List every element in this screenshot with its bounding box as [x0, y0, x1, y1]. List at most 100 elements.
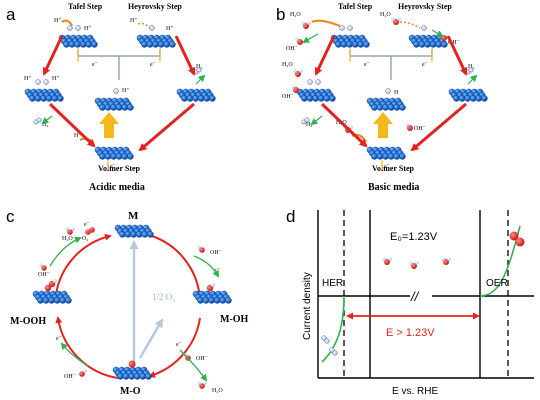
catalyst-atom: [51, 95, 59, 102]
catalyst-atom: [464, 95, 471, 102]
panel-c-m-label: M: [128, 210, 139, 222]
panel-a-surface-tafel: [58, 34, 98, 48]
panel-b-h-atom: [315, 79, 321, 85]
catalyst-atom: [197, 297, 204, 304]
catalyst-atom: [399, 153, 406, 160]
panel-a-tafel-label: Tafel Step: [68, 2, 103, 11]
panel-c-oh: OH⁻: [196, 356, 208, 362]
panel-a-h2-release-arrow: [41, 115, 53, 125]
panel-b-oh: OH⁻: [286, 46, 298, 52]
catalyst-atom: [301, 95, 308, 102]
catalyst-atom: [42, 297, 50, 304]
panel-c-moh-label: M-OH: [220, 314, 249, 325]
panel-a-hplus: H⁺: [52, 76, 60, 82]
catalyst-atom: [57, 95, 64, 102]
panel-c-cycle-arrow-mooh-to-m: [55, 233, 112, 295]
panel-c-surface-mooh: [32, 290, 72, 304]
panel-a-red-arrow-right-to-bottom: [138, 102, 195, 152]
panel-b-eminus: e⁻: [384, 164, 390, 170]
catalyst-atom: [387, 153, 395, 160]
catalyst-atom: [115, 104, 123, 111]
catalyst-atom: [145, 373, 152, 380]
catalyst-atom: [29, 95, 36, 102]
catalyst-atom: [128, 373, 135, 380]
panel-c-water-molecule: [197, 381, 207, 389]
panel-c-green-arrow: [193, 255, 219, 278]
catalyst-atom: [371, 153, 378, 160]
catalyst-atom: [351, 41, 359, 48]
catalyst-atom: [413, 41, 420, 48]
panel-d-her-label: HER: [322, 278, 343, 289]
catalyst-atom: [418, 41, 426, 48]
catalyst-atom: [99, 153, 106, 160]
catalyst-atom: [121, 153, 129, 160]
panel-c-o2-molecule: [85, 227, 95, 235]
catalyst-atom: [424, 41, 431, 48]
panel-d-e0-label: E₀=1.23V: [390, 231, 438, 243]
catalyst-atom: [475, 95, 483, 102]
panel-a-volmer-label: Volmer Step: [98, 164, 141, 173]
panel-c-eminus: e⁻: [84, 222, 90, 228]
catalyst-atom: [68, 41, 76, 48]
catalyst-atom: [130, 231, 137, 238]
catalyst-atom: [435, 41, 443, 48]
panel-a-eminus: e⁻: [110, 164, 116, 170]
panel-b-hydroxide: [295, 37, 303, 45]
catalyst-atom: [65, 297, 72, 304]
panel-a-h-atom: [113, 88, 119, 94]
panel-b-h-atom: [421, 25, 427, 31]
panel-c: c 1/2 O₂ M M-OH M-O M-OOH OH⁻ e⁻ OH⁻ H₂: [6, 207, 249, 397]
catalyst-atom: [45, 95, 53, 102]
panel-b-red-arrow-heyrovsky-down: [446, 35, 468, 76]
catalyst-atom: [376, 153, 384, 160]
panel-b-hydroxide: [291, 85, 299, 93]
panel-b-surface-right: [448, 88, 488, 102]
catalyst-atom: [104, 104, 112, 111]
panel-d-oer-label: OER: [486, 278, 508, 289]
catalyst-atom: [481, 95, 488, 102]
catalyst-atom: [346, 41, 353, 48]
panel-a-h-atom: [75, 25, 81, 31]
panel-a-hplus: H⁺: [166, 26, 174, 32]
catalyst-atom: [127, 104, 134, 111]
panel-c-mo-label: M-O: [120, 386, 141, 397]
panel-d-h2-molecule: [321, 335, 330, 344]
panel-a-hplus: H⁺: [130, 18, 138, 24]
catalyst-atom: [163, 41, 171, 48]
catalyst-atom: [469, 95, 477, 102]
panel-b-oh-release-arrow: [302, 33, 319, 43]
catalyst-atom: [139, 373, 147, 380]
catalyst-atom: [74, 41, 81, 48]
panel-d-letter: d: [286, 207, 295, 226]
panel-d-water-molecule: [409, 261, 419, 269]
panel-c-green-arrow: [179, 349, 208, 382]
panel-b-heyrovsky-label: Heyrovsky Step: [398, 2, 452, 11]
catalyst-atom: [110, 104, 117, 111]
panel-d-axis-break: //: [410, 289, 420, 304]
panel-a-proton-arrow: [137, 22, 151, 29]
panel-b-water-molecule: [293, 69, 303, 77]
panel-b-h-atom: [347, 25, 353, 31]
panel-c-h2o: H₂O: [212, 388, 223, 394]
panel-c-eminus: e⁻: [56, 336, 62, 342]
catalyst-atom: [147, 231, 154, 238]
panel-b-volmer-label: Volmer Step: [372, 164, 415, 173]
catalyst-atom: [357, 41, 365, 48]
catalyst-atom: [387, 104, 395, 111]
panel-a-red-arrow-tafel-down: [42, 35, 64, 76]
panel-a-volmer-yellow-arrow: [99, 112, 119, 138]
panel-b-h2: H₂: [306, 122, 312, 128]
catalyst-atom: [181, 95, 188, 102]
catalyst-atom: [382, 153, 389, 160]
panel-a-hplus: H⁺: [84, 26, 92, 32]
catalyst-atom: [376, 104, 384, 111]
panel-b-eminus: e⁻: [364, 62, 370, 68]
panel-a-proton-arrow: [61, 19, 73, 27]
panel-a-h-atom: [35, 79, 41, 85]
panel-a-letter: a: [6, 5, 16, 24]
panel-a-connector-line: [77, 50, 161, 80]
panel-b-oh: OH⁻: [414, 126, 426, 132]
catalyst-atom: [399, 104, 406, 111]
panel-c-hydroxide-ion: [197, 245, 205, 253]
catalyst-atom: [306, 95, 314, 102]
